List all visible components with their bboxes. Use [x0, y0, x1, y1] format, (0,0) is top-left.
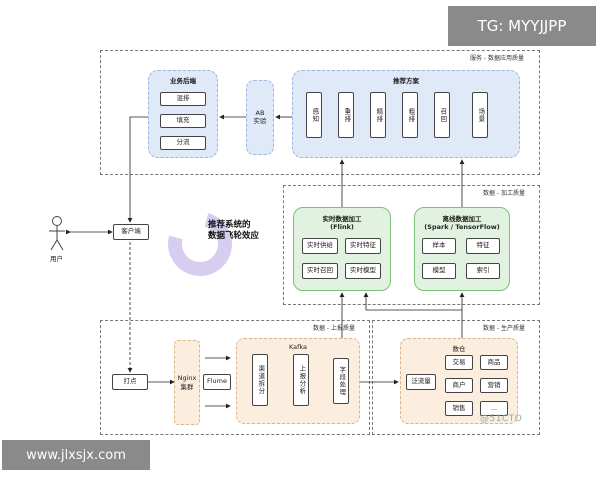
recommend-title: 推荐方案: [393, 77, 419, 85]
zone-service-label: 服务 - 数据应用质量: [470, 55, 524, 62]
datahub-title: 数仓: [452, 345, 466, 353]
realtime-title: 实时数据加工 (Flink): [322, 215, 362, 231]
client-box: 客户端: [113, 224, 149, 240]
nginx-cluster: Nginx 集群: [174, 340, 200, 425]
datahub-item-more: ...: [480, 401, 508, 416]
zone-report: [100, 320, 370, 435]
zone-service: [100, 50, 540, 175]
recommend-item-coarserank: 粗排: [402, 92, 418, 138]
datahub-item-marketing: 营销: [480, 378, 508, 393]
kafka-title: Kafka: [288, 343, 308, 351]
realtime-item-supply: 实时供给: [302, 238, 338, 254]
zone-produce: [372, 320, 540, 435]
zone-process-label: 数据 - 加工质量: [483, 190, 525, 197]
zone-produce-label: 数据 - 生产质量: [483, 325, 525, 332]
recommend-item-perceive: 感知: [306, 92, 322, 138]
ab-test-box: AB 实验: [246, 80, 274, 155]
business-item-split: 分流: [160, 136, 206, 150]
zone-report-label: 数据 - 上报质量: [313, 325, 355, 332]
user-icon: [49, 216, 65, 251]
tracking-box: 打点: [112, 374, 148, 390]
business-end-title: 业务后端: [170, 77, 196, 85]
datahub-item-goods: 商品: [480, 355, 508, 370]
realtime-item-feature: 实时特征: [345, 238, 381, 254]
datahub-item-merchant: 商户: [445, 378, 473, 393]
kafka-item-report-analysis: 上报分析: [293, 354, 309, 406]
recommend-item-finerank: 精排: [370, 92, 386, 138]
kafka-item-field-processing: 字段处理: [333, 358, 349, 404]
offline-title: 离线数据加工 (Spark / TensorFlow): [424, 215, 500, 231]
recommend-item-rerank: 重排: [338, 92, 354, 138]
recommend-item-recall: 召回: [434, 92, 450, 138]
datahub-item-trade: 交易: [445, 355, 473, 370]
offline-item-index: 索引: [466, 263, 500, 279]
watermark-bottom: www.jlxsjx.com: [2, 440, 150, 470]
flywheel-caption: 推荐系统的 数据飞轮效应: [208, 220, 260, 242]
zone-process: [283, 185, 540, 305]
offline-item-sample: 样本: [422, 238, 456, 254]
business-item-mixed: 混排: [160, 92, 206, 106]
offline-item-feature: 特征: [466, 238, 500, 254]
flume-box: Flume: [203, 374, 231, 390]
watermark-top: TG: MYYJJPP: [448, 6, 596, 46]
user-label: 用户: [50, 255, 63, 263]
realtime-item-model: 实时模型: [345, 263, 381, 279]
offline-item-model: 模型: [422, 263, 456, 279]
datahub-item-sales: 销售: [445, 401, 473, 416]
recommend-item-scene: 场景: [472, 92, 488, 138]
business-item-fill: 填充: [160, 114, 206, 128]
realtime-item-recall: 实时召回: [302, 263, 338, 279]
logo-51cto: @51CTO: [480, 414, 523, 424]
datahub-stream-box: 泛流量: [406, 374, 436, 390]
kafka-item-channel-split: 渠道拆分: [252, 354, 268, 406]
